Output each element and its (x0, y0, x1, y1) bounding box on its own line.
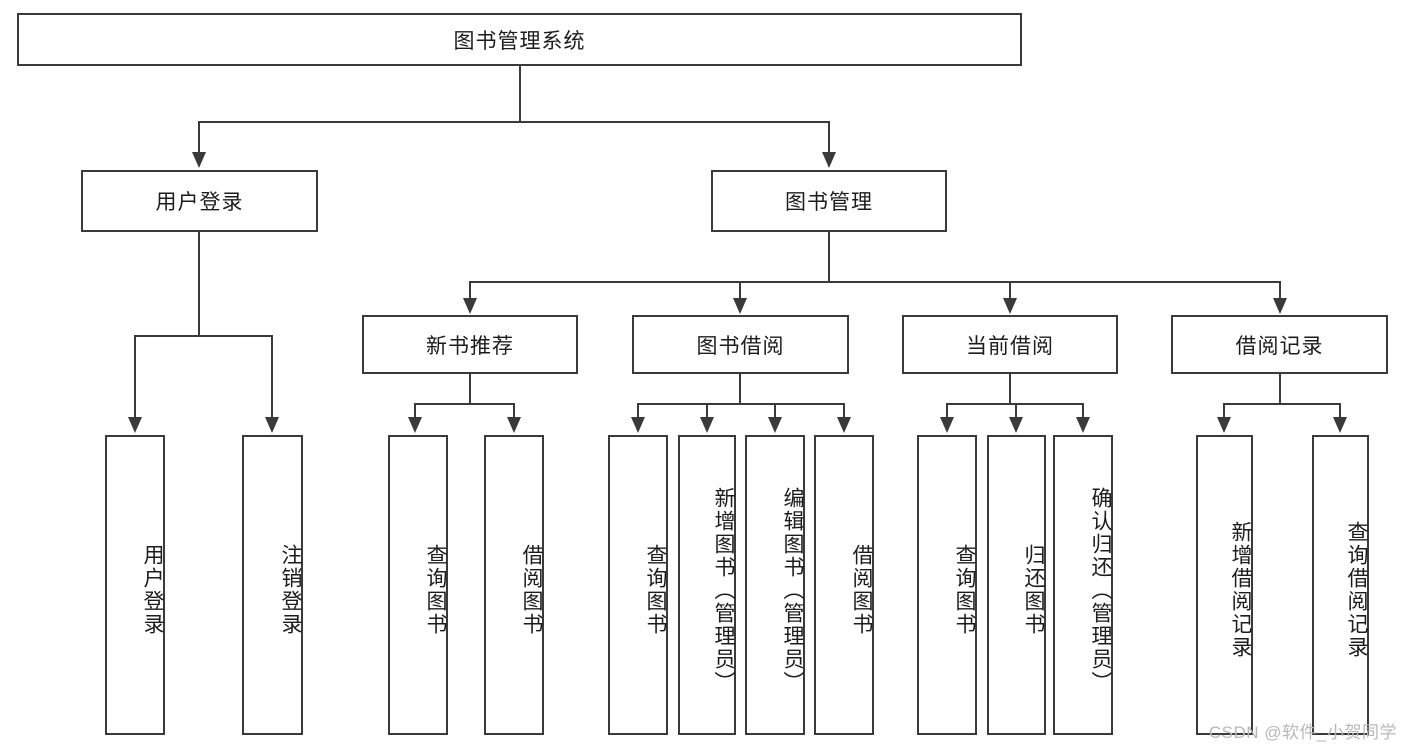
connector-book-mgmt-to-new-books (469, 281, 471, 299)
connector-borrow-to-leaf2 (706, 403, 708, 418)
leaf-borrow-add-book-admin-label: 新增图书（管理员） (712, 486, 735, 694)
leaf-user-login[interactable]: 用户登录 (105, 435, 165, 735)
leaf-borrow-edit-book-admin[interactable]: 编辑图书（管理员） (745, 435, 805, 735)
arrow-current-to-leaf1 (940, 417, 954, 433)
connector-user-login-to-leaf2 (271, 335, 273, 418)
node-book-borrow[interactable]: 图书借阅 (632, 315, 849, 374)
arrow-root-to-book-mgmt (822, 152, 836, 168)
node-current-borrow-label: 当前借阅 (966, 334, 1054, 358)
connector-new-books-stem (469, 374, 471, 404)
watermark: CSDN @软件_小贺同学 (1208, 723, 1397, 742)
node-new-book-recommend[interactable]: 新书推荐 (362, 315, 578, 374)
arrow-borrow-to-leaf2 (700, 417, 714, 433)
node-book-management-label: 图书管理 (785, 191, 873, 214)
connector-records-stem (1279, 374, 1281, 404)
leaf-current-confirm-return-admin[interactable]: 确认归还（管理员） (1053, 435, 1113, 735)
connector-records-to-leaf1 (1223, 403, 1225, 418)
leaf-current-return[interactable]: 归还图书 (987, 435, 1046, 735)
connector-new-books-bar (414, 403, 515, 405)
connector-new-books-to-leaf2 (513, 403, 515, 418)
connector-records-to-leaf2 (1339, 403, 1341, 418)
connector-current-to-leaf2 (1015, 403, 1017, 418)
node-book-management[interactable]: 图书管理 (711, 170, 947, 232)
connector-new-books-to-leaf1 (414, 403, 416, 418)
leaf-borrow-book-label: 借阅图书 (850, 544, 873, 636)
leaf-borrow-query-label: 查询图书 (644, 544, 667, 636)
leaf-user-logout[interactable]: 注销登录 (242, 435, 303, 735)
node-borrow-records[interactable]: 借阅记录 (1171, 315, 1388, 374)
connector-book-mgmt-bar (469, 281, 1280, 283)
leaf-borrow-query[interactable]: 查询图书 (608, 435, 668, 735)
connector-root-to-user-login (198, 121, 200, 153)
arrow-current-to-leaf2 (1009, 417, 1023, 433)
node-book-borrow-label: 图书借阅 (696, 334, 785, 358)
connector-borrow-to-leaf4 (843, 403, 845, 418)
leaf-current-confirm-return-admin-label: 确认归还（管理员） (1089, 486, 1112, 694)
connector-borrow-to-leaf3 (774, 403, 776, 418)
connector-book-mgmt-stem (828, 232, 830, 282)
connector-borrow-stem (739, 374, 741, 404)
leaf-records-add-label: 新增借阅记录 (1229, 521, 1252, 659)
connector-records-bar (1223, 403, 1341, 405)
leaf-records-add[interactable]: 新增借阅记录 (1196, 435, 1253, 735)
leaf-borrow-edit-book-admin-label: 编辑图书（管理员） (781, 486, 804, 694)
arrow-records-to-leaf2 (1333, 417, 1347, 433)
connector-root-bar (198, 121, 830, 123)
connector-book-mgmt-to-current (1009, 281, 1011, 299)
leaf-new-books-query[interactable]: 查询图书 (388, 435, 448, 735)
connector-current-stem (1009, 374, 1011, 404)
arrow-borrow-to-leaf1 (631, 417, 645, 433)
leaf-user-logout-label: 注销登录 (279, 544, 302, 636)
leaf-current-return-label: 归还图书 (1022, 544, 1045, 636)
arrow-records-to-leaf1 (1217, 417, 1231, 433)
connector-current-bar (946, 403, 1083, 405)
leaf-new-books-query-label: 查询图书 (424, 544, 447, 636)
node-user-login-label: 用户登录 (155, 191, 244, 214)
leaf-user-login-label: 用户登录 (141, 544, 164, 636)
leaf-current-query-label: 查询图书 (953, 544, 976, 636)
arrow-book-mgmt-to-records (1273, 298, 1287, 314)
connector-root-stem (519, 66, 521, 122)
connector-user-login-to-leaf1 (134, 335, 136, 418)
arrow-user-login-to-leaf1 (128, 417, 142, 433)
arrow-root-to-user-login (192, 152, 206, 168)
node-current-borrow[interactable]: 当前借阅 (902, 315, 1118, 374)
connector-root-to-book-mgmt (828, 121, 830, 153)
arrow-user-login-to-leaf2 (265, 417, 279, 433)
connector-user-login-stem (198, 232, 200, 336)
arrow-borrow-to-leaf4 (837, 417, 851, 433)
node-borrow-records-label: 借阅记录 (1235, 334, 1324, 358)
leaf-borrow-book[interactable]: 借阅图书 (814, 435, 874, 735)
connector-book-mgmt-to-records (1279, 281, 1281, 299)
leaf-new-books-borrow-label: 借阅图书 (520, 544, 543, 636)
node-root-label: 图书管理系统 (453, 29, 586, 53)
leaf-records-query-label: 查询借阅记录 (1345, 521, 1368, 659)
leaf-records-query[interactable]: 查询借阅记录 (1312, 435, 1369, 735)
arrow-current-to-leaf3 (1076, 417, 1090, 433)
leaf-current-query[interactable]: 查询图书 (917, 435, 977, 735)
connector-borrow-to-leaf1 (637, 403, 639, 418)
connector-user-login-bar (134, 335, 272, 337)
arrow-borrow-to-leaf3 (768, 417, 782, 433)
arrow-new-books-to-leaf1 (408, 417, 422, 433)
connector-current-to-leaf3 (1082, 403, 1084, 418)
arrow-new-books-to-leaf2 (507, 417, 521, 433)
connector-current-to-leaf1 (946, 403, 948, 418)
leaf-borrow-add-book-admin[interactable]: 新增图书（管理员） (678, 435, 736, 735)
leaf-new-books-borrow[interactable]: 借阅图书 (484, 435, 544, 735)
arrow-book-mgmt-to-new-books (463, 298, 477, 314)
arrow-book-mgmt-to-current (1003, 298, 1017, 314)
connector-borrow-bar (637, 403, 844, 405)
node-root[interactable]: 图书管理系统 (17, 13, 1022, 66)
node-user-login[interactable]: 用户登录 (81, 170, 318, 232)
connector-book-mgmt-to-borrow (739, 281, 741, 299)
arrow-book-mgmt-to-borrow (733, 298, 747, 314)
node-new-book-recommend-label: 新书推荐 (426, 334, 514, 358)
